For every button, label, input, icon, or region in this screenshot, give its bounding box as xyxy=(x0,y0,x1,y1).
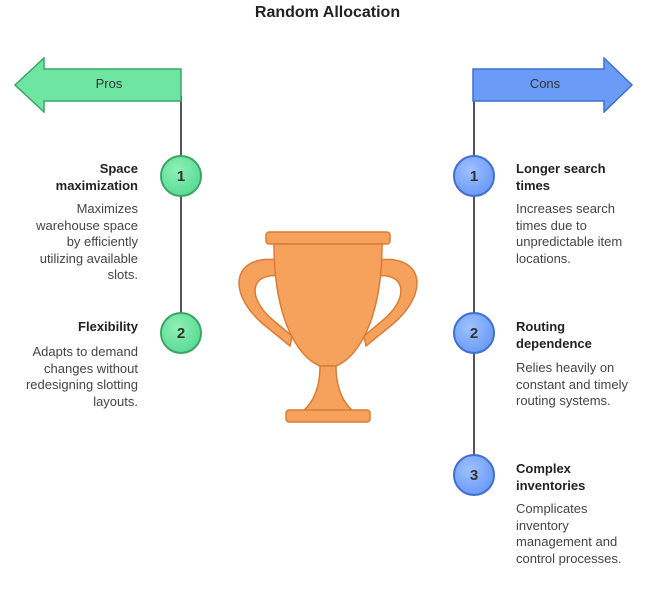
cons-item-2-description: Relies heavily on constant and timely ro… xyxy=(516,360,629,408)
cons-number-3: 3 xyxy=(453,454,495,496)
cons-number-2: 2 xyxy=(453,312,495,354)
pros-item-1-description: Maximizes warehouse space by efficiently… xyxy=(36,201,138,282)
cons-item-3-title: Complex inventories xyxy=(516,461,586,493)
cons-item-1-title: Longer search times xyxy=(516,161,606,193)
pros-label: Pros xyxy=(95,76,123,91)
diagram-title: Random Allocation xyxy=(254,4,401,21)
cons-item-2-title: Routing dependence xyxy=(516,319,592,351)
cons-arrow xyxy=(472,57,634,113)
trophy-icon xyxy=(238,231,418,423)
pros-item-2-description: Adapts to demand changes without redesig… xyxy=(25,344,138,409)
cons-number-1: 1 xyxy=(453,155,495,197)
pros-item-1-title: Space maximization xyxy=(55,161,138,193)
pros-number-1: 1 xyxy=(160,155,202,197)
pros-stem xyxy=(180,96,182,333)
cons-stem xyxy=(473,96,475,476)
pros-item-2-title: Flexibility xyxy=(78,319,138,334)
cons-item-1-description: Increases search times due to unpredicta… xyxy=(516,201,623,266)
pros-arrow xyxy=(14,57,182,113)
pros-number-2: 2 xyxy=(160,312,202,354)
cons-label: Cons xyxy=(529,76,561,91)
cons-item-3-description: Complicates inventory management and con… xyxy=(516,501,622,566)
